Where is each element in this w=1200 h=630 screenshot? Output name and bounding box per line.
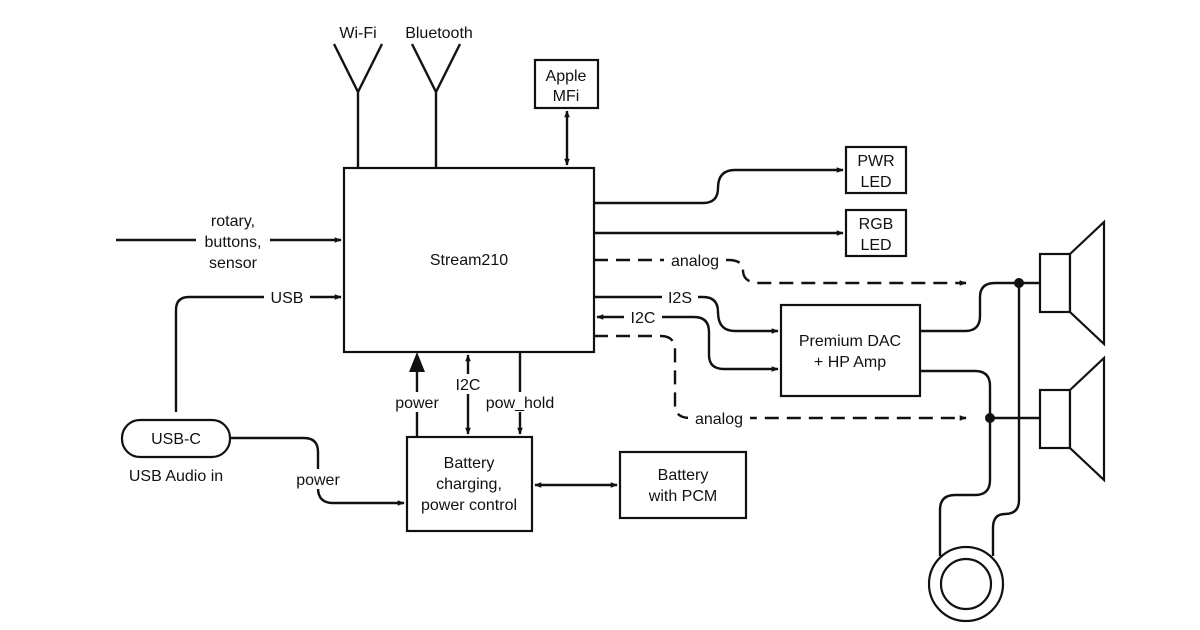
battery-pcm-label-line2: with PCM bbox=[648, 488, 717, 505]
dac-amp-block bbox=[779, 303, 922, 398]
inputs-label-line2: buttons, bbox=[205, 234, 262, 251]
pwr-led-line bbox=[594, 167, 844, 205]
wifi-antenna-icon bbox=[332, 43, 384, 168]
jack-wire-left bbox=[938, 418, 992, 556]
pwr-led-label-line1: PWR bbox=[857, 153, 894, 170]
pwr-led-label-line2: LED bbox=[860, 174, 891, 191]
usbc-power-label: power bbox=[296, 472, 340, 489]
power-up-label: power bbox=[395, 395, 439, 412]
rgb-led-label-line2: LED bbox=[860, 237, 891, 254]
usb-audio-in-label: USB Audio in bbox=[129, 468, 223, 485]
apple-mfi-block bbox=[533, 58, 600, 110]
rgb-led-label-line1: RGB bbox=[859, 216, 894, 233]
usb-data-line bbox=[174, 294, 342, 412]
dac-amp-label-line2: + HP Amp bbox=[814, 354, 886, 371]
analog-top-label: analog bbox=[671, 253, 719, 270]
usb-c-label: USB-C bbox=[151, 431, 201, 448]
battery-pcm-block bbox=[618, 450, 748, 520]
jack-wire-right bbox=[991, 283, 1021, 556]
rgb-led-block bbox=[844, 208, 908, 258]
battery-control-label-line1: Battery bbox=[444, 455, 495, 472]
bluetooth-label: Bluetooth bbox=[405, 25, 473, 42]
dac-amp-label-line1: Premium DAC bbox=[799, 333, 901, 350]
pwr-led-block bbox=[844, 145, 908, 195]
i2c-right-label: I2C bbox=[631, 310, 656, 327]
i2s-label: I2S bbox=[668, 290, 692, 307]
stream210-block bbox=[342, 166, 596, 354]
i2c-down-label: I2C bbox=[456, 377, 481, 394]
power-up-arrowhead bbox=[409, 352, 425, 372]
inputs-label-line1: rotary, bbox=[211, 213, 255, 230]
dac-out-left-line bbox=[920, 281, 1040, 333]
usb-label: USB bbox=[271, 290, 304, 307]
analog-bottom-label: analog bbox=[695, 411, 743, 428]
battery-pcm-label-line1: Battery bbox=[658, 467, 709, 484]
i2c-dac-line bbox=[596, 314, 779, 372]
battery-control-block bbox=[405, 435, 534, 533]
wifi-label: Wi-Fi bbox=[339, 25, 376, 42]
analog-bottom-line bbox=[594, 334, 967, 421]
apple-mfi-label-line1: Apple bbox=[546, 68, 587, 85]
speaker-top-icon bbox=[1038, 219, 1106, 347]
bluetooth-antenna-icon bbox=[410, 43, 462, 168]
stream210-label: Stream210 bbox=[430, 252, 508, 269]
speaker-bottom-icon bbox=[1038, 355, 1106, 483]
pow-hold-label: pow_hold bbox=[486, 395, 555, 412]
dac-out-right-line bbox=[920, 369, 1040, 420]
battery-control-label-line2: charging, bbox=[436, 476, 502, 493]
battery-control-label-line3: power control bbox=[421, 497, 517, 514]
apple-mfi-label-line2: MFi bbox=[553, 88, 580, 105]
headphone-jack-icon bbox=[927, 545, 1005, 623]
inputs-label-line3: sensor bbox=[209, 255, 258, 272]
analog-top-line bbox=[594, 258, 967, 286]
